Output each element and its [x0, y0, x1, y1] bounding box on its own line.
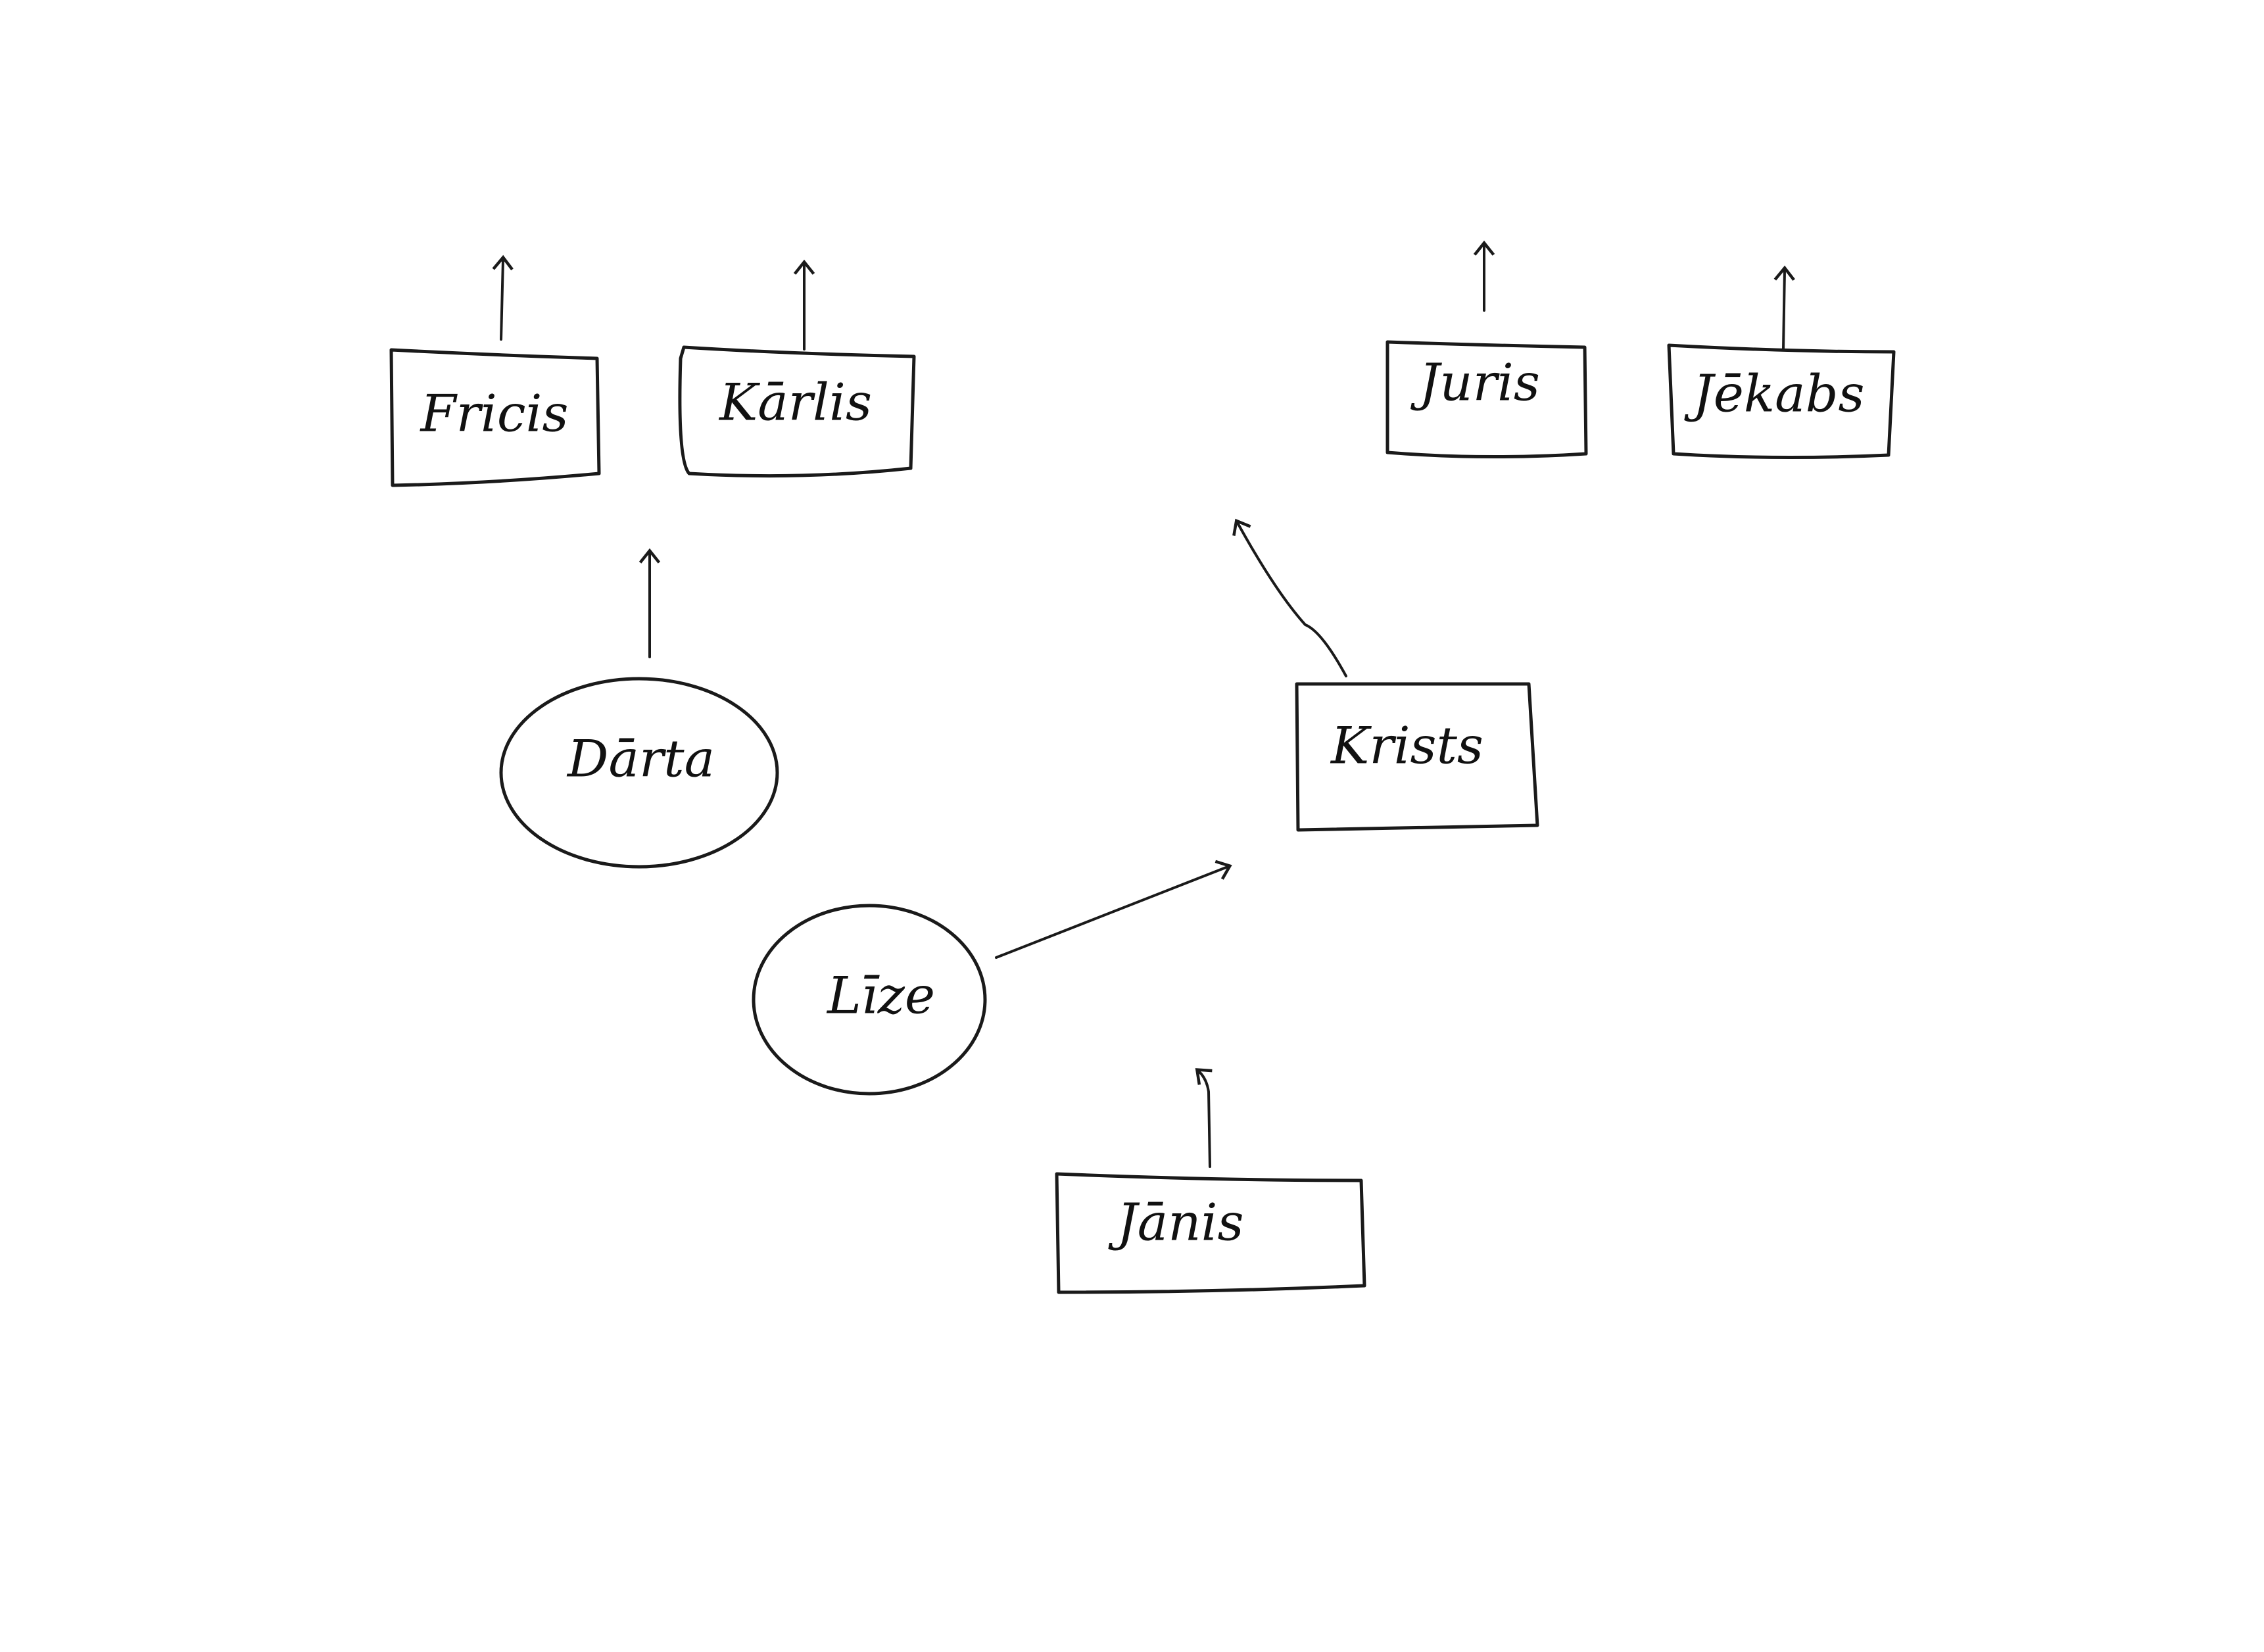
node-label: Jēkabs	[1683, 365, 1864, 424]
arrow-krists-up-left	[1232, 518, 1347, 677]
node-fricis[interactable]: Fricis	[389, 348, 601, 487]
node-jekabs[interactable]: Jēkabs	[1667, 343, 1896, 460]
node-label: Juris	[1410, 354, 1540, 413]
node-label: Fricis	[419, 385, 568, 444]
node-label: Dārta	[566, 730, 715, 789]
arrow-lize-up-right	[995, 860, 1232, 959]
node-juris[interactable]: Juris	[1385, 340, 1588, 459]
node-label: Līze	[826, 967, 935, 1026]
arrow-jekabs-up	[1773, 265, 1795, 351]
node-label: Krists	[1330, 717, 1483, 776]
node-label: Kārlis	[718, 374, 872, 433]
arrow-janis-up	[1195, 1068, 1213, 1168]
node-darta[interactable]: Dārta	[499, 677, 779, 869]
node-krists[interactable]: Krists	[1295, 682, 1539, 832]
node-karlis[interactable]: Kārlis	[678, 345, 916, 478]
node-janis[interactable]: Jānis	[1055, 1172, 1366, 1294]
node-label: Jānis	[1108, 1194, 1244, 1253]
node-lize[interactable]: Līze	[752, 904, 987, 1096]
arrow-fricis-up	[492, 255, 514, 341]
